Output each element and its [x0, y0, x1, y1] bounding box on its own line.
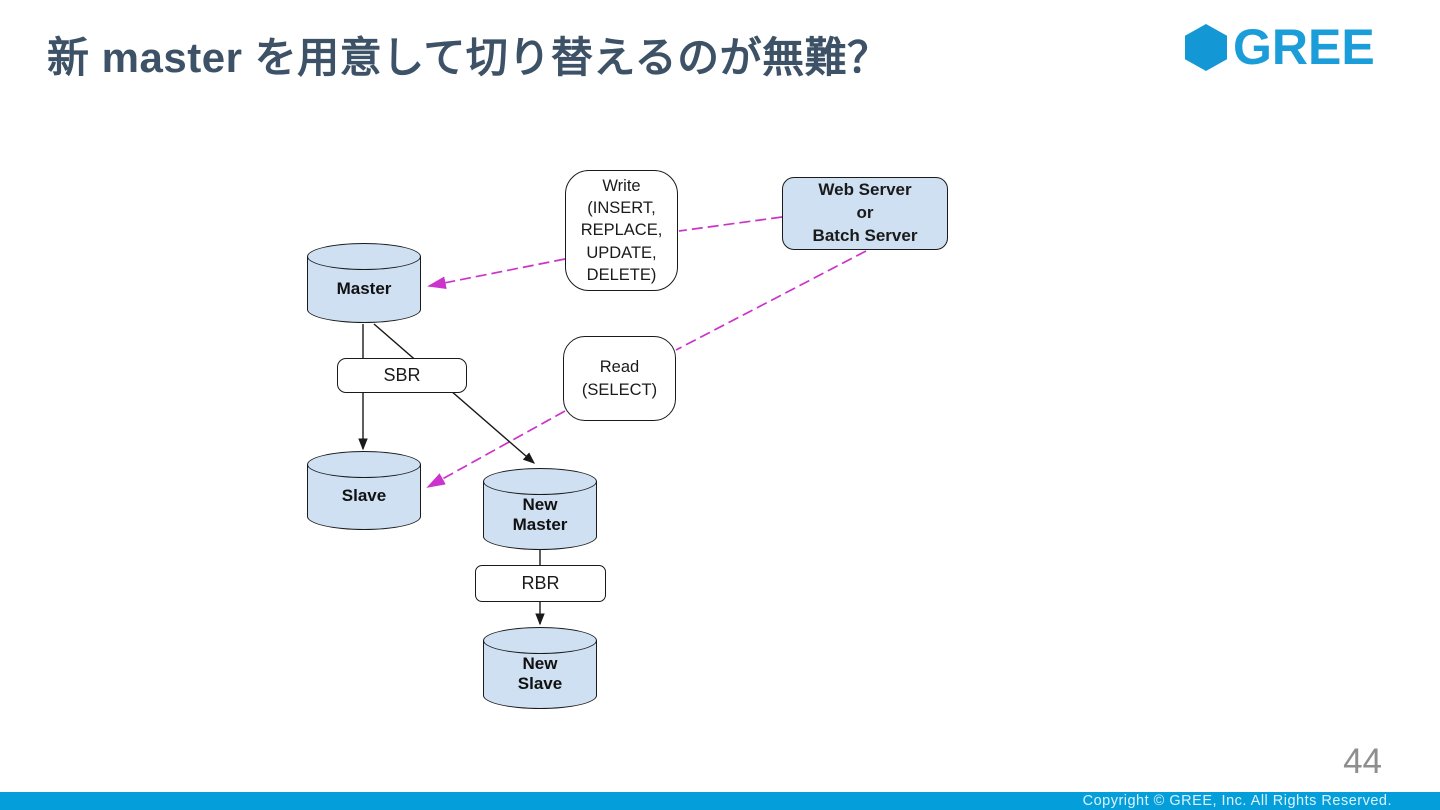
master-to-new-master-arrow: [373, 323, 536, 464]
node-label: New Master: [483, 486, 597, 544]
write-box-line: Write: [602, 176, 641, 195]
web-server-line: Web Server: [818, 180, 912, 200]
rbr-label: RBR: [521, 573, 560, 594]
cylinder-shape: [483, 627, 597, 654]
node-slave-db: Slave: [307, 451, 421, 530]
cylinder-shape: [307, 451, 421, 478]
node-label-line: New: [522, 653, 558, 673]
node-new-master-db: New Master: [483, 468, 597, 550]
read-flow-segment-1: [675, 250, 867, 351]
node-label-line: New: [522, 494, 558, 514]
node-master-db: Master: [307, 243, 421, 323]
footer-bar: Copyright © GREE, Inc. All Rights Reserv…: [0, 792, 1440, 810]
write-box-line: REPLACE,: [580, 221, 663, 240]
cylinder-shape: [307, 243, 421, 270]
write-box-line: UPDATE,: [586, 243, 657, 262]
node-label: Master: [336, 278, 392, 298]
read-operations-box: Read (SELECT): [563, 336, 676, 421]
write-flow-arrow: [427, 258, 566, 289]
web-server-box: Web Server or Batch Server: [782, 177, 948, 250]
gree-logo-text: GREE: [1233, 19, 1375, 75]
web-server-line: or: [856, 203, 874, 223]
web-server-line: Batch Server: [812, 225, 918, 245]
rbr-replication-box: RBR: [475, 565, 606, 602]
read-box-line: Read: [599, 358, 640, 377]
write-operations-box: Write (INSERT, REPLACE, UPDATE, DELETE): [565, 170, 678, 291]
sbr-replication-box: SBR: [337, 358, 467, 393]
copyright-text: Copyright © GREE, Inc. All Rights Reserv…: [1082, 793, 1392, 809]
slide-title: 新 master を用意して切り替えるのが無難？: [47, 34, 890, 81]
write-box-line: DELETE): [586, 265, 657, 284]
node-label-line: Master: [512, 515, 568, 534]
write-flow-segment-1: [678, 216, 783, 232]
sbr-label: SBR: [383, 365, 421, 386]
node-label: New Slave: [483, 645, 597, 703]
node-new-slave-db: New Slave: [483, 627, 597, 709]
node-label: Slave: [341, 486, 387, 506]
node-label-line: Slave: [517, 674, 563, 693]
page-number: 44: [1343, 742, 1382, 781]
write-box-line: (INSERT,: [587, 199, 656, 218]
read-flow-arrow: [426, 410, 566, 488]
read-box-line: (SELECT): [581, 380, 658, 399]
cylinder-shape: [483, 468, 597, 495]
